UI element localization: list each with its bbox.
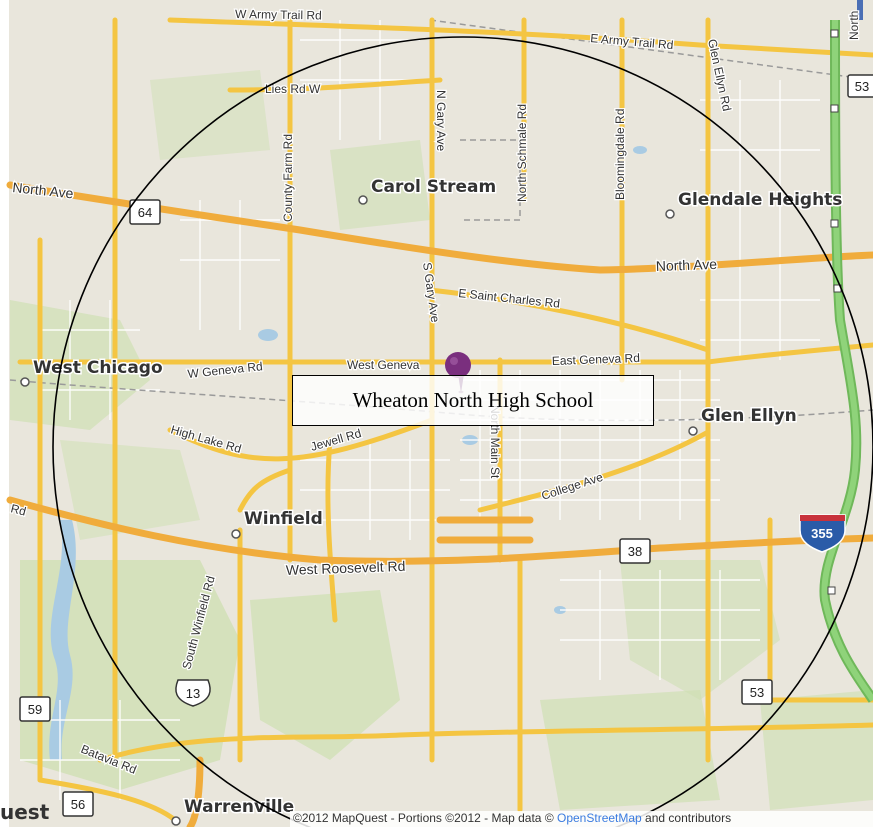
road-label: Lies Rd W bbox=[265, 82, 321, 96]
attribution-suffix: and contributors bbox=[641, 811, 732, 825]
attribution-bar: ©2012 MapQuest - Portions ©2012 - Map da… bbox=[290, 811, 873, 827]
interstate-355 bbox=[819, 0, 873, 703]
arterial-roads bbox=[17, 17, 873, 823]
town-label: Warrenville bbox=[184, 797, 294, 817]
town-label: Carol Stream bbox=[371, 177, 496, 197]
town-dots bbox=[20, 195, 698, 826]
road-label: Rd bbox=[9, 501, 27, 518]
shield-59: 59 bbox=[28, 702, 42, 717]
shield-56: 56 bbox=[71, 797, 85, 812]
osm-link[interactable]: OpenStreetMap bbox=[557, 811, 642, 825]
road-label: North Ave bbox=[656, 256, 718, 274]
shield-38: 38 bbox=[628, 544, 642, 559]
road-label: North bbox=[847, 11, 861, 40]
park-areas bbox=[10, 70, 873, 810]
town-label: Winfield bbox=[244, 509, 323, 529]
search-radius-circle bbox=[52, 36, 873, 827]
road-label: East Geneva Rd bbox=[552, 351, 640, 368]
route-shields: 64 53 38 355 13 59 53 56 bbox=[19, 74, 873, 817]
water-features bbox=[49, 146, 647, 760]
shield-53-bottom: 53 bbox=[750, 685, 764, 700]
town-label: Glendale Heights bbox=[678, 190, 842, 210]
location-callout: Wheaton North High School bbox=[292, 375, 654, 426]
road-label: North Schmale Rd bbox=[515, 104, 529, 202]
shield-53-top: 53 bbox=[855, 79, 869, 94]
town-label: Glen Ellyn bbox=[701, 406, 797, 426]
road-label: Bloomingdale Rd bbox=[613, 109, 627, 200]
road-label: County Farm Rd bbox=[281, 134, 295, 222]
mapquest-logo: uest bbox=[0, 800, 50, 824]
road-label: N Gary Ave bbox=[434, 90, 448, 151]
attribution-prefix: ©2012 MapQuest - Portions ©2012 - Map da… bbox=[293, 811, 557, 825]
town-label: West Chicago bbox=[33, 358, 163, 378]
shield-13: 13 bbox=[186, 686, 200, 701]
interchange-markers bbox=[827, 29, 842, 595]
road-label: West Roosevelt Rd bbox=[286, 558, 406, 578]
map-margin bbox=[0, 0, 9, 827]
road-label: W Army Trail Rd bbox=[235, 7, 322, 23]
minor-streets bbox=[20, 20, 820, 800]
callout-label: Wheaton North High School bbox=[352, 388, 594, 412]
road-label: West Geneva bbox=[347, 358, 420, 372]
shield-64: 64 bbox=[138, 205, 152, 220]
shield-355: 355 bbox=[811, 526, 833, 541]
